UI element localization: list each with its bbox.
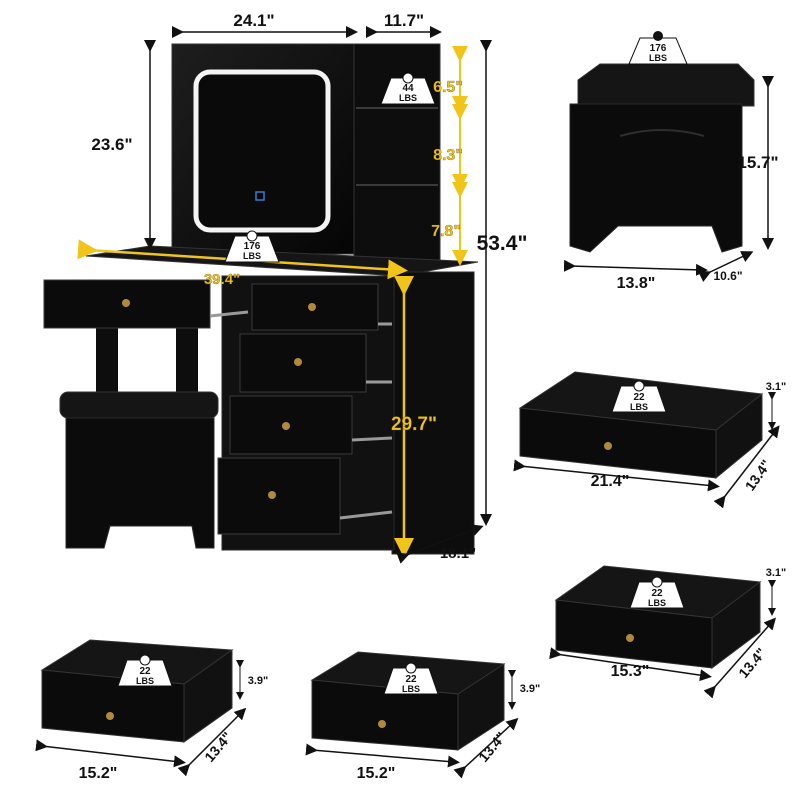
drawer-slide — [209, 310, 249, 318]
drawer-small-left-knob — [106, 712, 114, 720]
drawer-small-left-weight-ring — [139, 654, 151, 666]
drawer-medium-width-line — [549, 647, 712, 682]
drawer-slide — [339, 510, 393, 520]
drawer-large-weight-ring — [633, 380, 645, 392]
drawer-knob — [268, 491, 276, 499]
drawer-small-left-width-line — [35, 739, 186, 768]
drawer-medium-depth-line — [703, 617, 776, 699]
stool-body — [569, 103, 743, 253]
drawer-medium-depth-label: 13.4" — [735, 645, 769, 681]
drawer-small-right-depth-line — [453, 717, 519, 779]
drawer-medium-weight-value: 22 — [651, 588, 663, 599]
shelf-weight-unit: LBS — [399, 93, 417, 103]
drawer-large-knob — [604, 442, 612, 450]
shelf-2-label: 8.3" — [433, 147, 463, 164]
drawer-large-weight-value: 22 — [633, 392, 645, 403]
stool-depth-line — [698, 251, 754, 282]
drawer-2 — [239, 333, 367, 393]
drawer-medium: 22 LBS — [554, 565, 762, 669]
drawer-3 — [229, 395, 353, 455]
desk-depth-label: 18.1" — [440, 545, 476, 562]
drawer-large: 22 LBS — [518, 371, 764, 480]
drawer-small-right-weight-shape — [383, 667, 439, 695]
drawer-small-right-knob — [378, 720, 386, 728]
drawer-knob — [282, 422, 290, 430]
stool-height-label: 15.7" — [737, 153, 778, 172]
shelf-weight-badge: 44 LBS — [380, 72, 436, 105]
vanity-dimensions — [77, 26, 492, 564]
drawer-knob — [308, 303, 316, 311]
drawer-small-left-height-label: 3.9" — [248, 675, 269, 687]
drawer-small-left-width-label: 15.2" — [79, 765, 118, 782]
mirror-width-label: 24.1" — [233, 11, 274, 30]
led-mirror — [193, 69, 331, 233]
drawer-small-right-height-label: 3.9" — [520, 683, 541, 695]
mirror-height-label: 23.6" — [91, 135, 132, 154]
desk-width-label: 39.4" — [204, 271, 240, 288]
drawer-large-depth-line — [713, 425, 780, 509]
drawer-large-width-label: 21.4" — [591, 473, 630, 490]
shelf-1-label: 6.5" — [433, 79, 463, 96]
stool-weight-badge: 176 LBS — [628, 31, 688, 65]
drawer-small-right-width-line — [305, 743, 460, 768]
stool-weight-value: 176 — [650, 43, 667, 54]
shelf-weight-value: 44 — [402, 83, 414, 94]
drawer-small-right-weight-ring — [405, 662, 417, 674]
stool-under-desk-body — [65, 417, 215, 549]
stool-width-line — [563, 259, 708, 276]
desk-weight-badge: 176 LBS — [224, 230, 280, 263]
drawer-small-right-weight-value: 22 — [405, 674, 417, 685]
hutch-shelf-unit — [353, 43, 441, 261]
vanity-illustration — [43, 43, 479, 555]
stool-illustration — [569, 63, 755, 253]
drawer-large-weight-unit: LBS — [630, 402, 648, 412]
desk-weight-unit: LBS — [243, 251, 261, 261]
drawer-medium-weight-ring — [651, 576, 663, 588]
drawer-large-weight-shape — [611, 385, 667, 413]
desk-weight-value: 176 — [244, 241, 261, 252]
drawer-small-left-weight-unit: LBS — [136, 676, 154, 686]
desk-height-label: 29.7" — [391, 414, 437, 435]
stool-seat — [577, 63, 755, 107]
drawer-medium-width-label: 15.3" — [611, 663, 650, 680]
stool-apron-curve — [619, 129, 705, 137]
drawer-small-left: 22 LBS — [40, 639, 234, 743]
drawer-small-left-weight-value: 22 — [139, 666, 151, 677]
drawer-small-right-weight-unit: LBS — [402, 684, 420, 694]
drawer-small-left-weight-shape — [117, 659, 173, 687]
drawer-4 — [217, 457, 341, 535]
drawer-knob — [122, 299, 130, 307]
drawer-medium-knob — [626, 634, 634, 642]
drawer-small-right: 22 LBS — [310, 651, 506, 751]
drawer-large-depth-label: 13.4" — [742, 457, 775, 494]
stool-weight-unit: LBS — [649, 53, 667, 63]
total-height-label: 53.4" — [477, 232, 528, 255]
drawer-small-left-depth-line — [177, 707, 247, 777]
drawer-medium-weight-shape — [629, 581, 685, 609]
shelf-width-label: 11.7" — [384, 11, 424, 30]
drawer-large-width-line — [513, 459, 720, 492]
desk-leg — [176, 320, 198, 410]
drawer-medium-height-label: 3.1" — [766, 567, 787, 579]
stool-depth-label: 10.6" — [713, 269, 742, 283]
drawer-large-height-label: 3.1" — [766, 381, 787, 393]
stool-under-desk-seat — [59, 391, 219, 419]
drawer-medium-weight-unit: LBS — [648, 598, 666, 608]
stool-width-label: 13.8" — [617, 275, 656, 292]
drawer-small-right-width-label: 15.2" — [357, 765, 396, 782]
drawer-slide — [351, 436, 393, 442]
shelf-3-label: 7.8" — [431, 223, 461, 240]
mirror-touch-icon — [255, 191, 265, 201]
drawer-knob — [294, 358, 302, 366]
